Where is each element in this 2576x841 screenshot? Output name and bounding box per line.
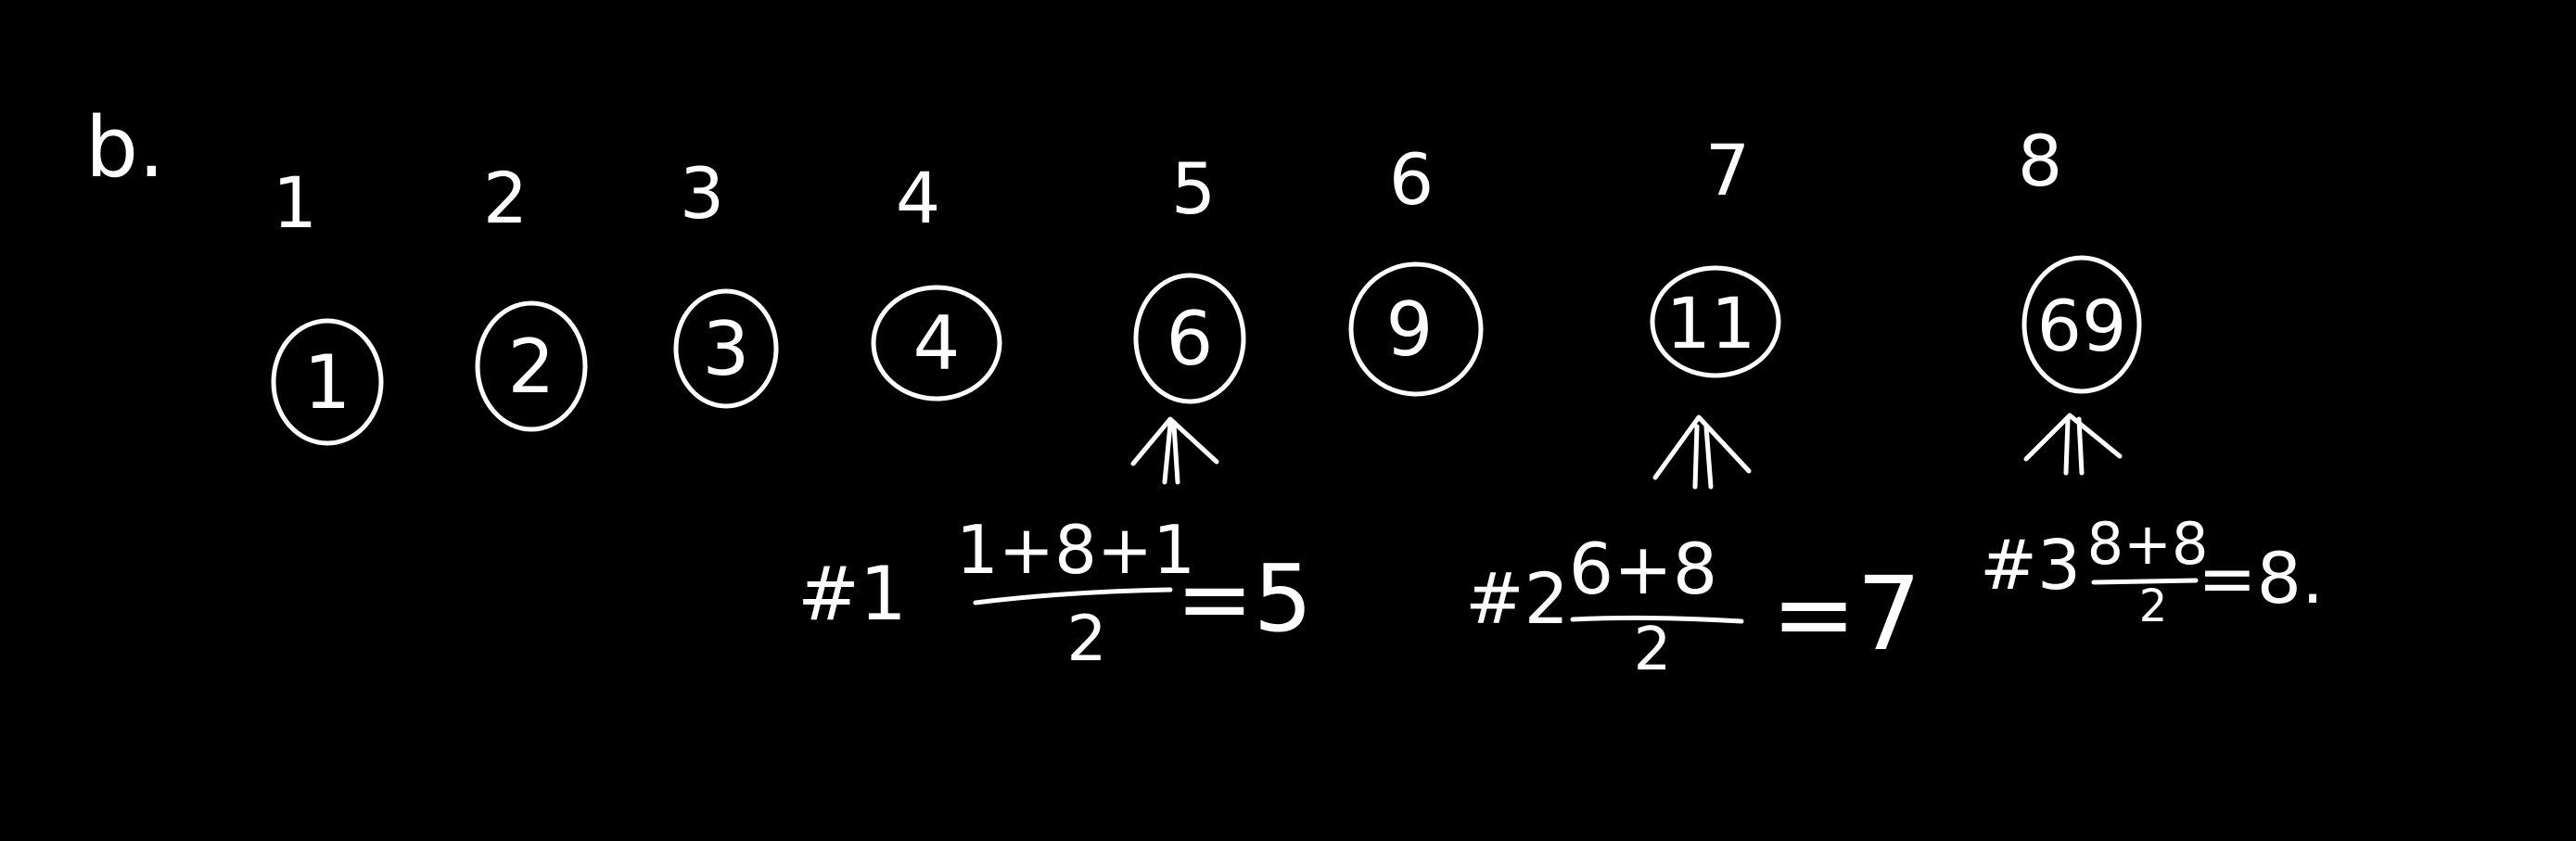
fraction-bar — [2091, 578, 2199, 585]
node-circle — [673, 288, 779, 409]
index-label: 7 — [1705, 129, 1750, 211]
index-label: 4 — [896, 157, 940, 239]
step-result: =7 — [1771, 554, 1921, 673]
index-row: 1 2 3 4 5 6 7 8 — [273, 120, 2062, 244]
node-circle — [271, 318, 384, 446]
step-denominator: 2 — [2139, 580, 2168, 632]
step-label: #2 — [1465, 557, 1569, 640]
index-label: 3 — [680, 152, 724, 235]
value-node: 2 — [475, 300, 588, 432]
index-label: 1 — [273, 161, 317, 244]
step-2: #2 6+8 2 =7 — [1465, 528, 1921, 684]
node-circle — [1650, 265, 1781, 378]
index-label: 2 — [483, 157, 528, 239]
node-value: 2 — [508, 324, 555, 410]
fraction-bar — [973, 587, 1173, 605]
node-value: 6 — [1167, 296, 1214, 382]
index-label: 8 — [2018, 120, 2062, 202]
step-numerator: 1+8+1 — [956, 511, 1195, 589]
step-result: =5 — [1176, 544, 1312, 653]
part-label: b. — [85, 99, 165, 197]
node-circle — [1133, 273, 1246, 404]
step-result: =8. — [2198, 537, 2324, 619]
index-label: 5 — [1171, 147, 1216, 230]
value-row: 1 2 3 4 6 9 11 69 — [271, 255, 2142, 446]
value-node: 9 — [1348, 261, 1484, 397]
value-node: 4 — [871, 285, 1002, 401]
value-node: 69 — [2021, 255, 2142, 394]
node-value: 9 — [1386, 287, 1434, 373]
value-node: 3 — [673, 288, 779, 409]
step-numerator: 8+8 — [2087, 510, 2209, 578]
index-label: 6 — [1389, 138, 1434, 221]
value-node: 11 — [1650, 265, 1781, 378]
up-arrow-icon — [2023, 413, 2123, 476]
step-denominator: 2 — [1634, 616, 1672, 684]
node-value: 4 — [913, 300, 961, 387]
step-numerator: 6+8 — [1569, 528, 1717, 610]
node-value: 11 — [1666, 282, 1756, 364]
up-arrow-icon — [1130, 416, 1219, 485]
up-arrow-icon — [1652, 414, 1752, 490]
node-circle — [475, 300, 588, 432]
node-value: 1 — [304, 339, 351, 426]
step-label: #1 — [797, 551, 907, 637]
value-node: 6 — [1133, 273, 1246, 404]
fraction-bar — [1570, 615, 1744, 624]
node-value: 3 — [703, 306, 750, 392]
step-3: #3 8+8 2 =8. — [1980, 510, 2324, 632]
step-1: #1 1+8+1 2 =5 — [797, 511, 1312, 676]
pointer-arrows — [1130, 413, 2123, 490]
node-value: 69 — [2037, 285, 2127, 367]
node-circle — [2021, 255, 2142, 394]
step-denominator: 2 — [1066, 603, 1106, 676]
node-circle — [1348, 261, 1484, 397]
value-node: 1 — [271, 318, 384, 446]
step-label: #3 — [1980, 526, 2081, 605]
node-circle — [871, 285, 1002, 401]
